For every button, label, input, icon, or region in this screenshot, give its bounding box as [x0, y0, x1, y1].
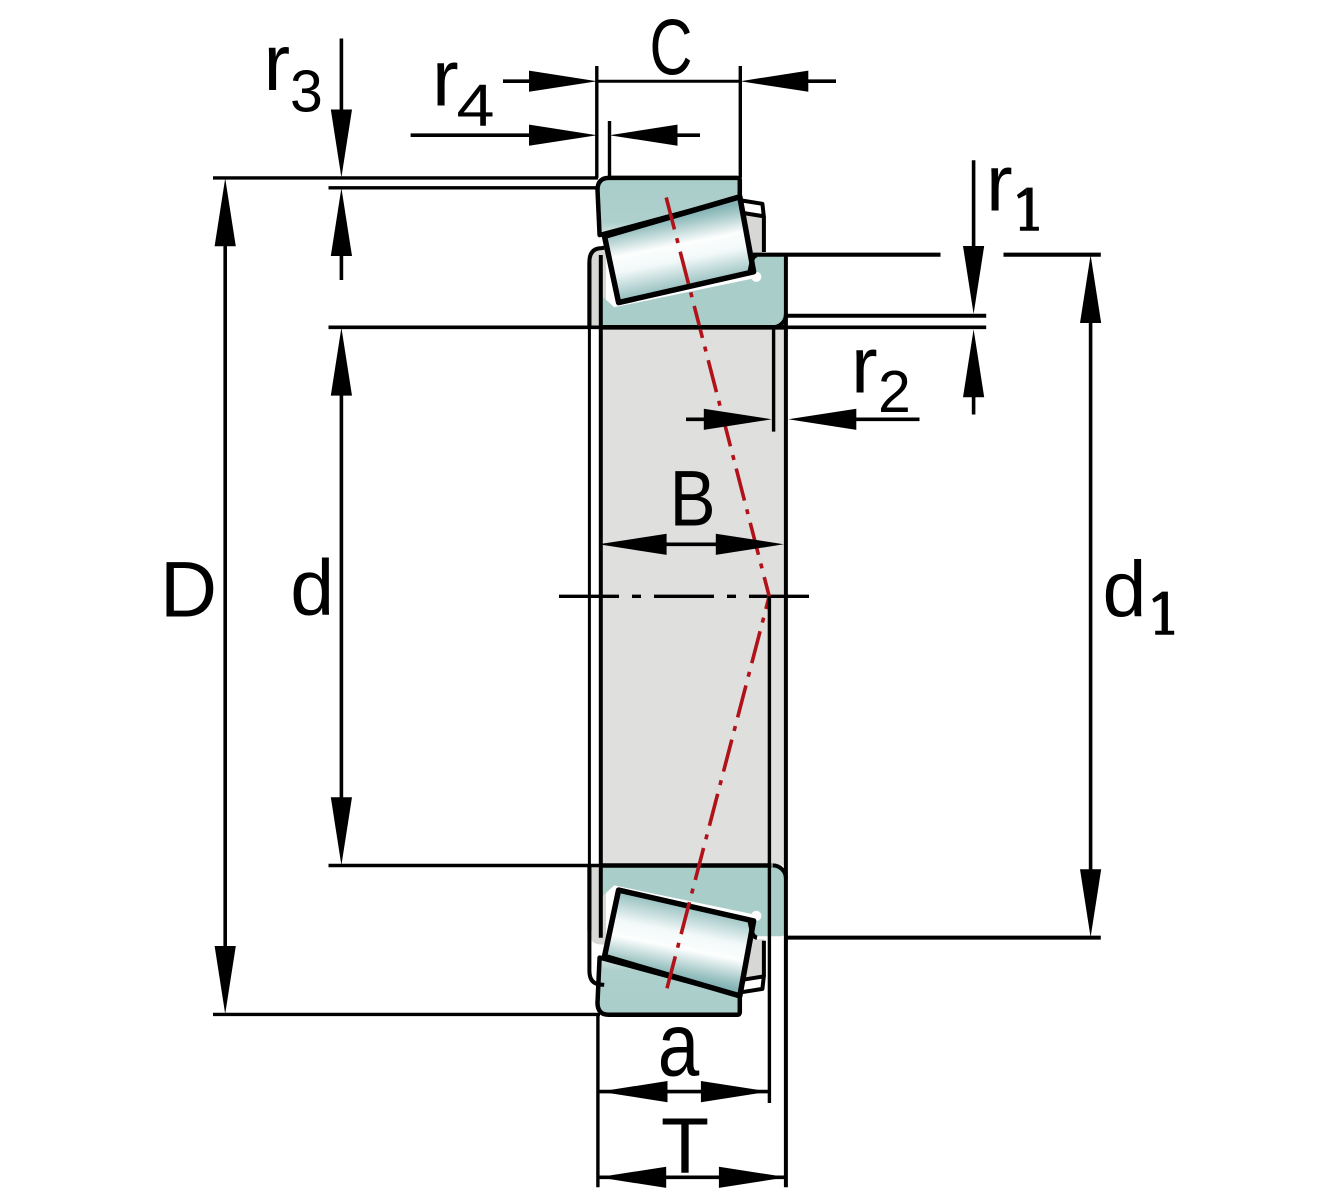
svg-text:T: T: [661, 1101, 709, 1190]
svg-text:d: d: [290, 543, 334, 632]
svg-text:3: 3: [290, 59, 323, 125]
svg-text:r: r: [986, 139, 1013, 228]
svg-text:D: D: [160, 544, 217, 633]
svg-text:r: r: [432, 33, 459, 122]
svg-text:4: 4: [457, 73, 495, 139]
svg-text:r: r: [851, 321, 878, 410]
svg-text:r: r: [264, 18, 291, 107]
svg-text:B: B: [670, 454, 716, 543]
svg-text:C: C: [650, 2, 693, 91]
svg-text:2: 2: [878, 359, 911, 425]
svg-text:a: a: [658, 996, 700, 1096]
svg-text:d: d: [1103, 544, 1147, 633]
